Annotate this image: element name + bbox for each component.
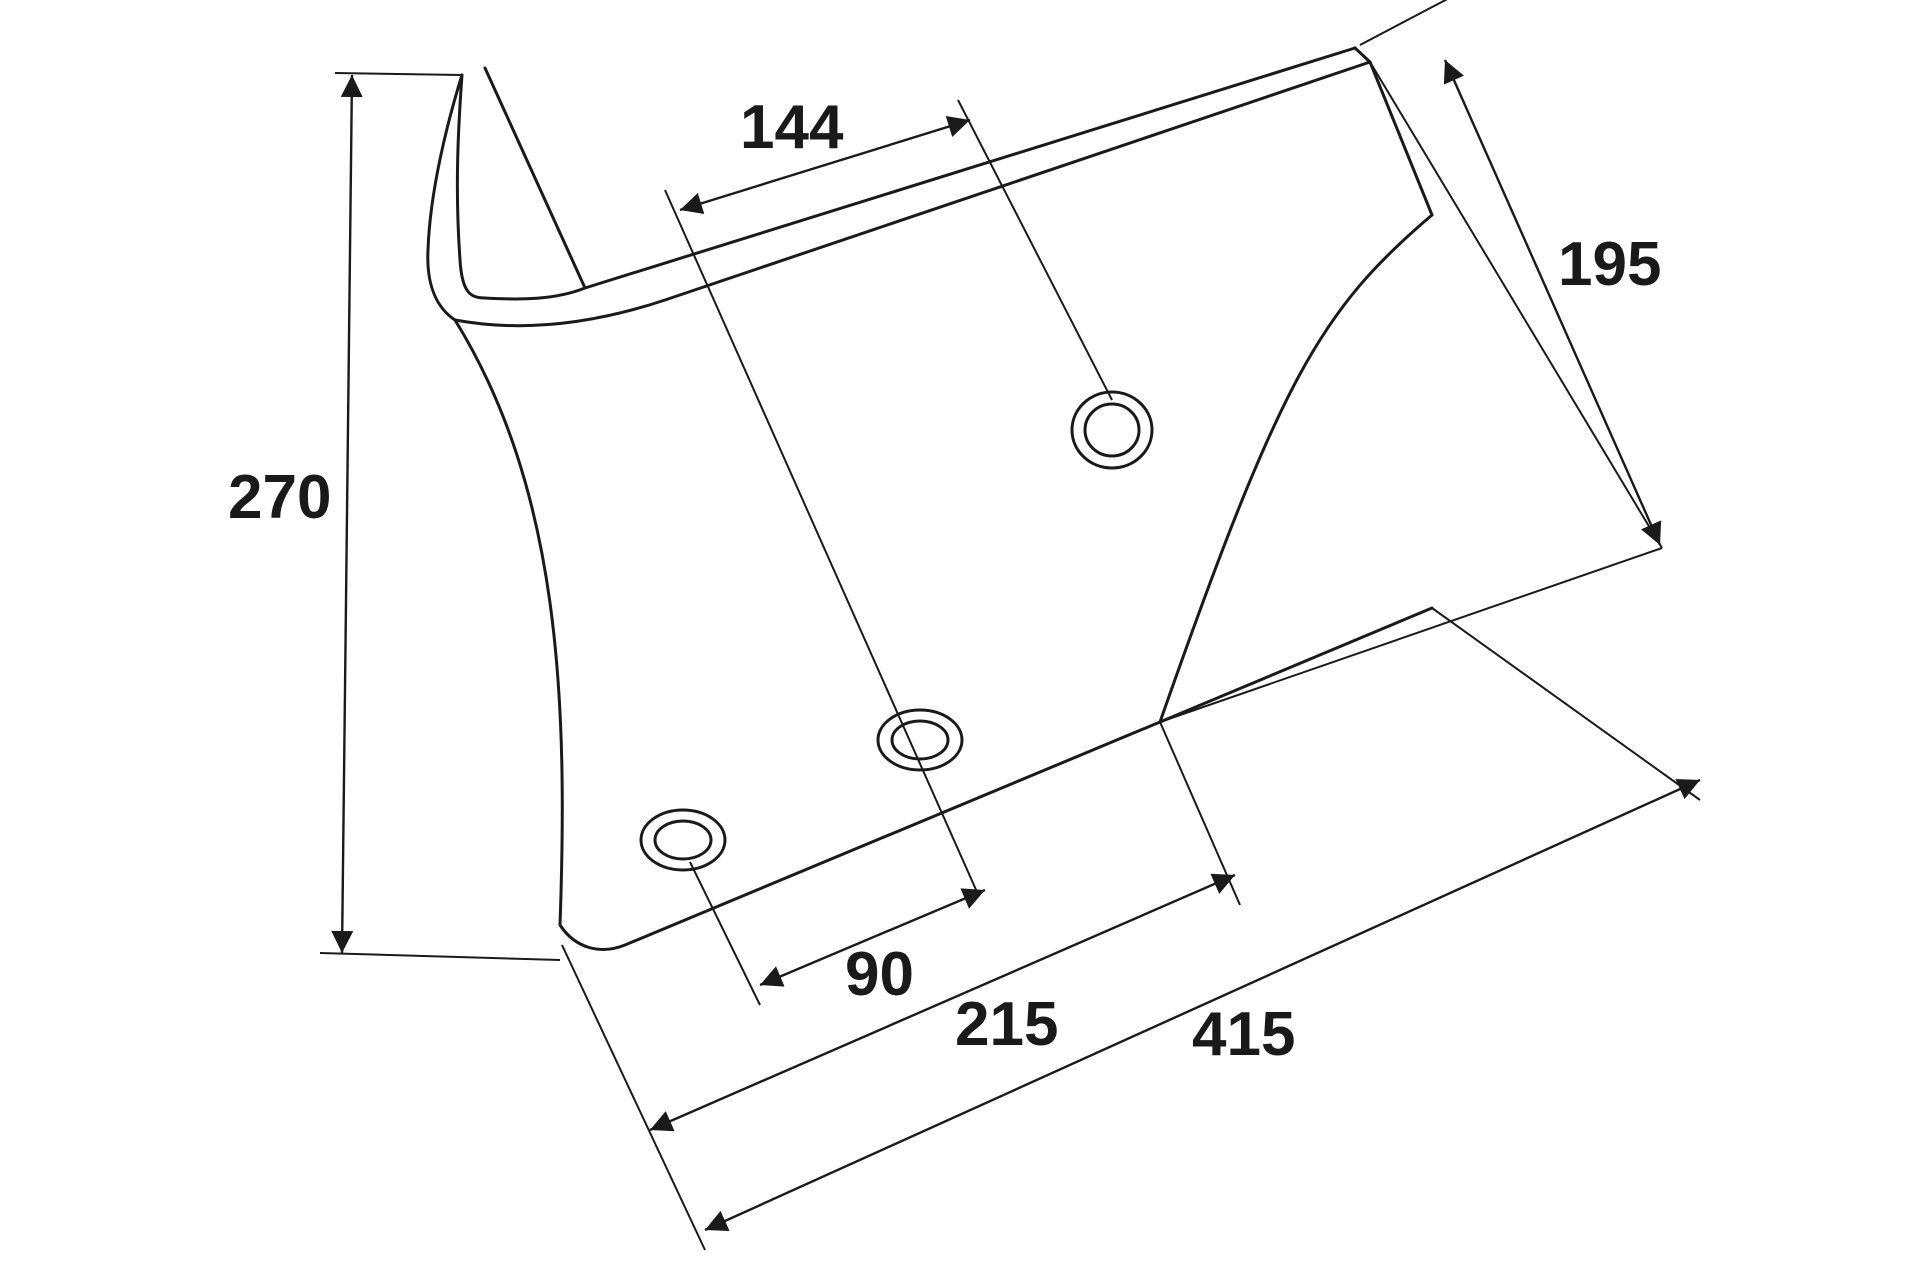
dim-label-144: 144 xyxy=(740,93,844,162)
part-upper-blade-edge xyxy=(483,46,1357,290)
dim-line-415 xyxy=(704,778,1701,1232)
dim-label-415: 415 xyxy=(1192,1000,1295,1069)
dim-label-215: 215 xyxy=(955,990,1058,1059)
dim-line-144 xyxy=(679,116,971,214)
extension-lines xyxy=(319,0,1701,1251)
hole-upper xyxy=(1070,390,1154,470)
hole-middle xyxy=(876,708,964,772)
dim-line-270 xyxy=(331,74,363,954)
dim-label-90: 90 xyxy=(845,940,914,1009)
part-top-flange-outer xyxy=(453,60,1372,328)
dim-label-195: 195 xyxy=(1558,230,1661,299)
part-diagonal-cut xyxy=(1158,213,1434,724)
dim-label-270: 270 xyxy=(228,463,331,532)
part-top-right-edge xyxy=(1353,46,1434,217)
dim-line-215 xyxy=(649,873,1236,1132)
dimension-labels: 270 144 195 90 215 415 xyxy=(228,93,1661,1069)
part-top-flange-inner xyxy=(455,73,587,301)
part-outer-outline xyxy=(426,73,1434,951)
dimension-lines xyxy=(331,59,1701,1232)
hole-lower xyxy=(639,808,727,872)
dim-line-195 xyxy=(1443,59,1662,546)
mounting-holes xyxy=(639,390,1154,872)
part-body xyxy=(426,46,1434,951)
